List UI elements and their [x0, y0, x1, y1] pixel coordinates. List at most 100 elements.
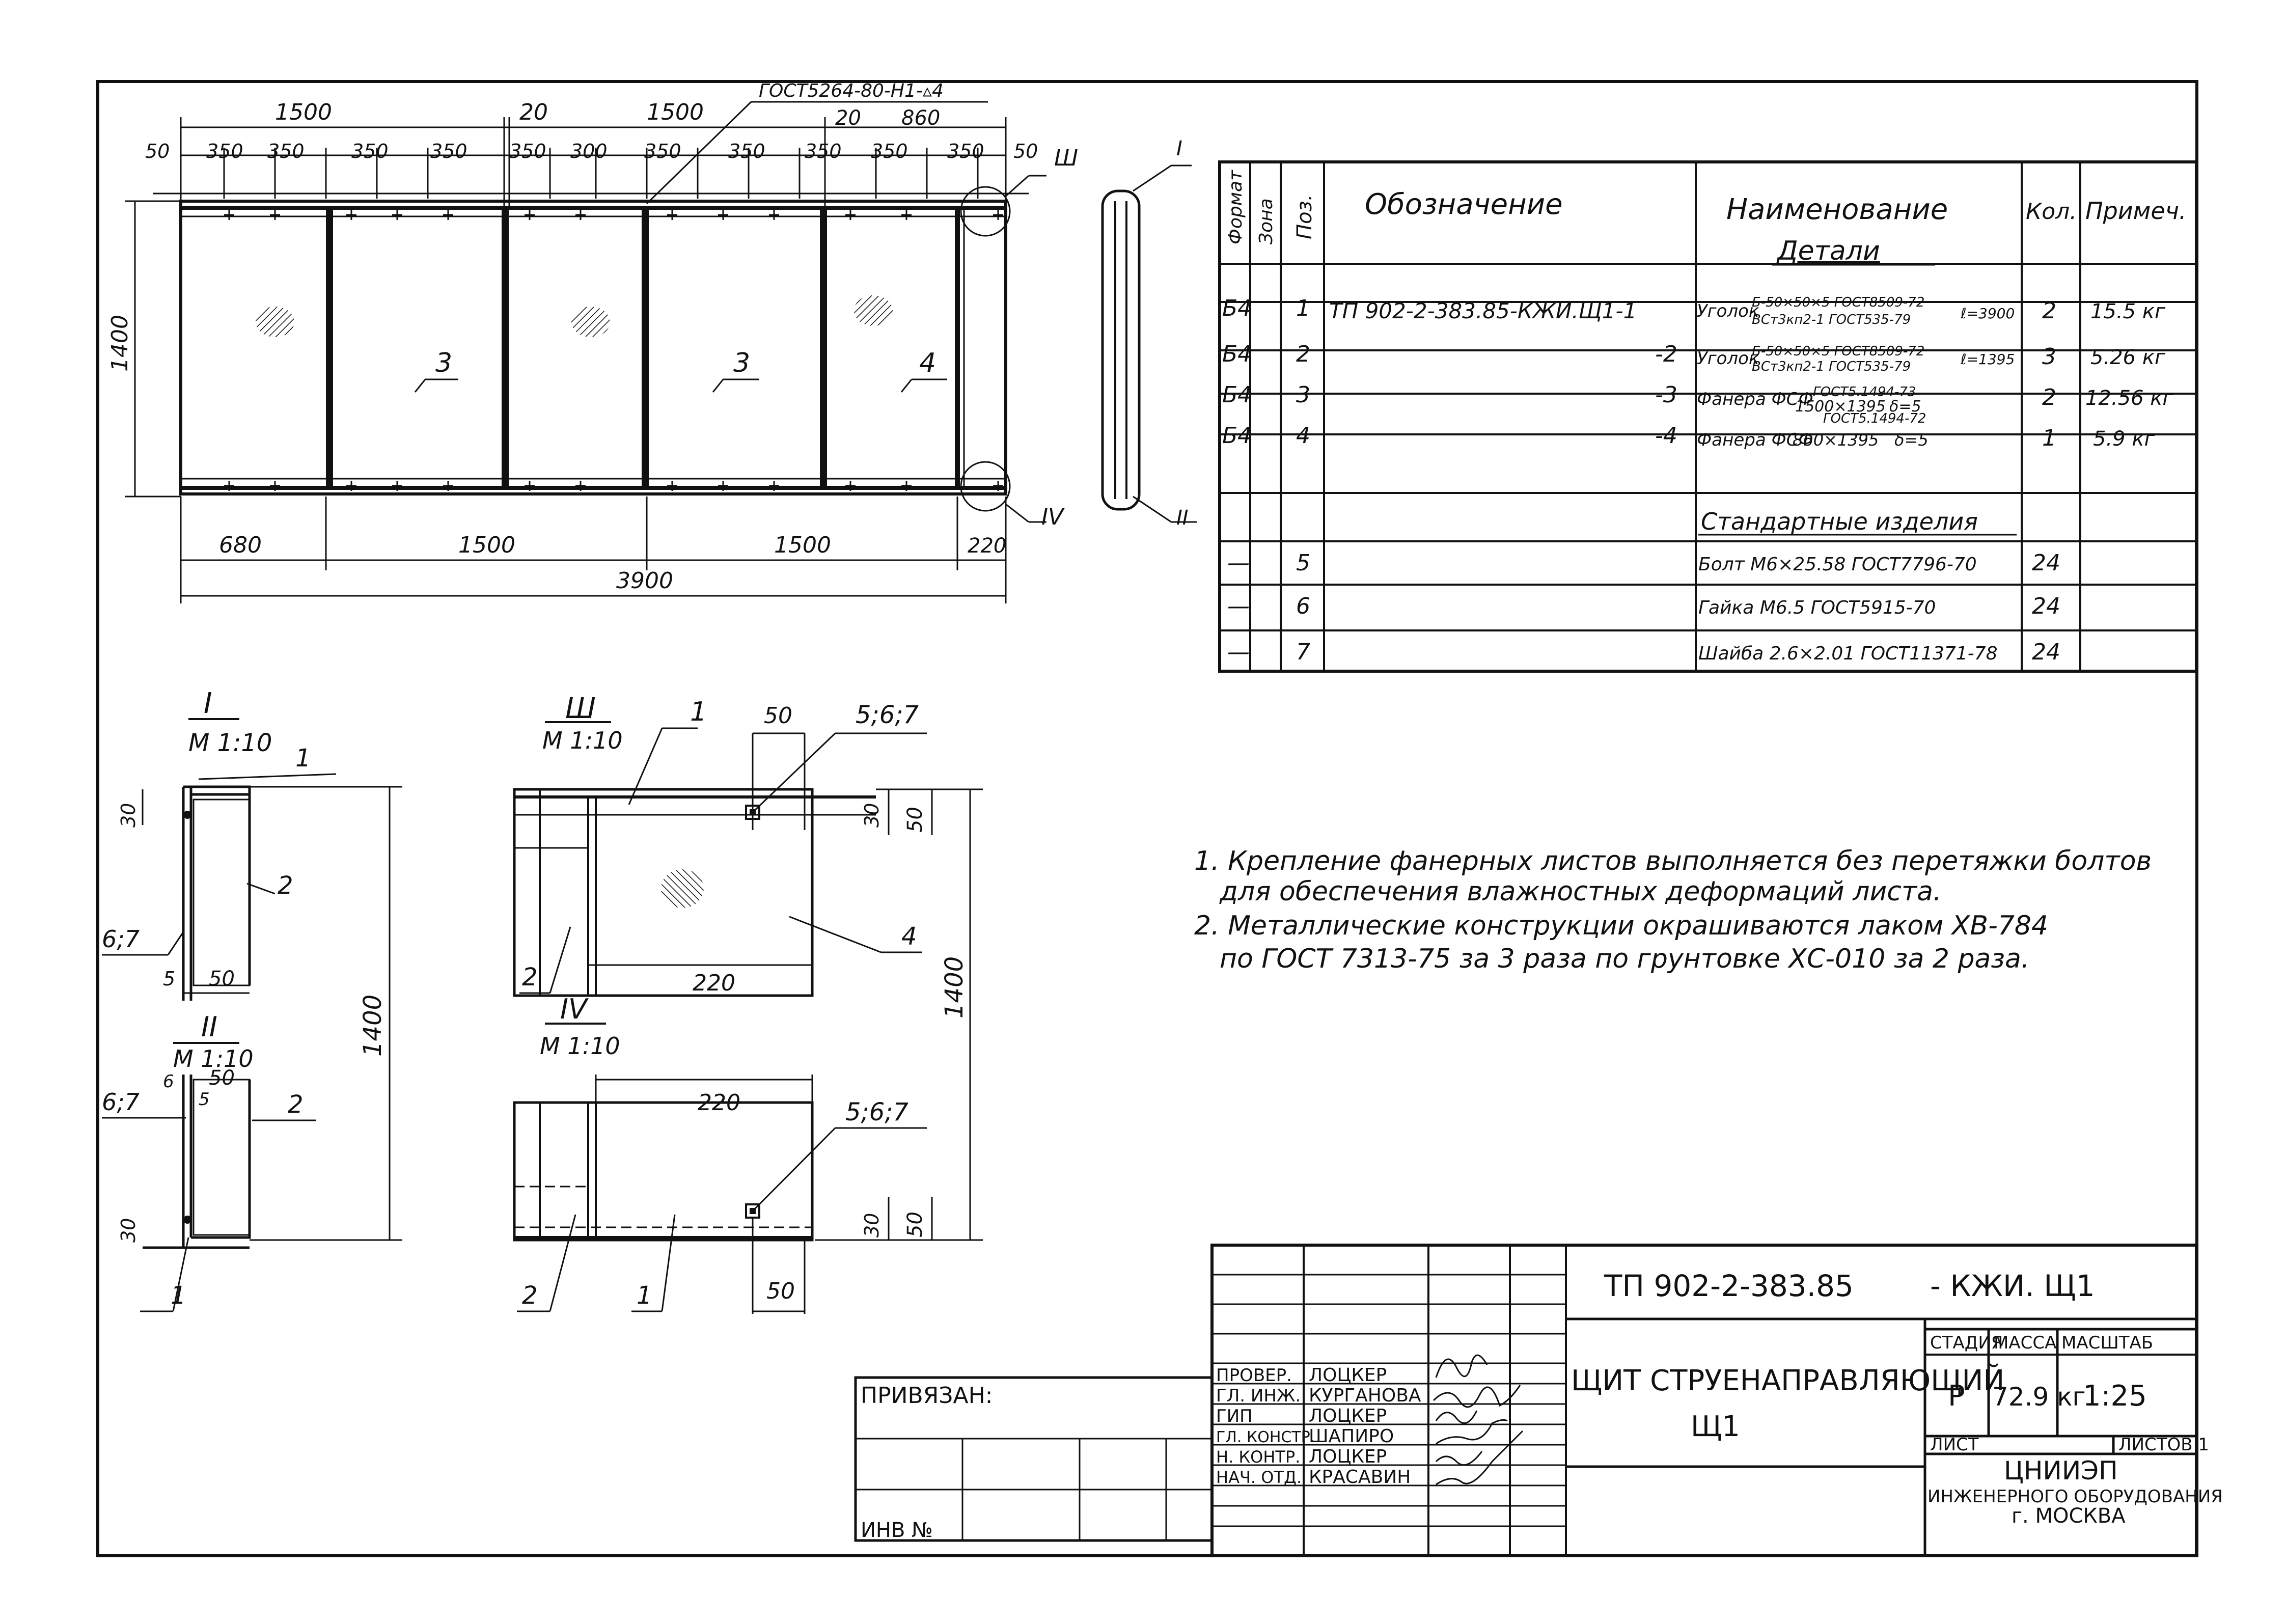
title-block: ТП 902-2-383.85 - КЖИ. Щ1 ЩИТ СТРУЕНАПРА…	[854, 1244, 2223, 1557]
detail-II-roman: II	[201, 1011, 217, 1043]
part-mark-3b: 3	[733, 348, 750, 378]
col-zone-header: Зона	[1256, 198, 1277, 244]
stage-header: СТАДИЯ	[1930, 1333, 2003, 1353]
detail-IV-mark-1: 1	[637, 1281, 652, 1310]
callout-III-label: Ш	[1054, 145, 1078, 171]
detail-I-mark-5: 5	[163, 968, 175, 990]
detail-I-dim-30: 30	[117, 803, 140, 828]
detail-II-mark-6: 6	[163, 1071, 174, 1092]
side-callout-II: II	[1176, 506, 1189, 530]
std1-name: Болт М6×25.58 ГОСТ7796-70	[1698, 554, 1977, 575]
std2-pos: 6	[1296, 593, 1310, 619]
section-details: Детали	[1776, 236, 1880, 266]
bottom-dimensions: 680 1500 1500 220 3900	[180, 497, 1007, 603]
dim-680: 680	[219, 532, 262, 558]
detail-III-scale: М 1:10	[542, 727, 623, 754]
dim-50-left: 50	[145, 140, 170, 162]
note-line-3: 2. Металлические конструкции окрашиваютс…	[1194, 911, 2048, 941]
detail-II-mark-2: 2	[288, 1090, 304, 1119]
row4-pos: 4	[1296, 423, 1310, 449]
detail-I-mark-2: 2	[278, 871, 293, 900]
detail-I: I М 1:10 1 2 6;7 5 50 30 1400	[102, 687, 402, 1241]
std2-qty: 24	[2032, 593, 2060, 619]
sheets-header: ЛИСТОВ 1	[2118, 1435, 2209, 1455]
main-view: 3 3 4 Ш IV 1500 20 1500 ГОСТ5264-80-Н1-▵…	[107, 80, 1078, 603]
row2-name-small2: ВСт3кп2-1 ГОСТ535-79	[1752, 359, 1911, 374]
dim-350-9: 350	[871, 140, 908, 162]
detail-II-dim-50: 50	[209, 1066, 235, 1090]
detail-IV-mark-567: 5;6;7	[845, 1098, 908, 1126]
row1-name-main: Уголок	[1697, 301, 1759, 321]
org-city: г. МОСКВА	[2012, 1504, 2126, 1528]
detail-III-roman: Ш	[565, 692, 596, 725]
col-pos-header: Поз.	[1293, 194, 1316, 239]
dim-350-6: 350	[644, 140, 681, 162]
dim-20-right: 20	[835, 106, 861, 130]
detail-III-dim-220: 220	[693, 970, 735, 996]
col-format-header: Формат	[1225, 170, 1246, 244]
row1-note: 15.5 кг	[2090, 300, 2166, 323]
vertical-bars	[326, 208, 965, 488]
row3-name-len: δ=5	[1889, 398, 1921, 416]
stage-value: Р	[1948, 1380, 1965, 1413]
bolt-marks	[224, 210, 1003, 491]
callout-circle-IV	[960, 461, 1011, 512]
spec-table: Формат Зона Поз. Обозначение Наименовани…	[1218, 160, 2198, 673]
row3-name-small1: ГОСТ5.1494-73	[1813, 384, 1916, 400]
scale-header: МАСШТАБ	[2061, 1333, 2153, 1353]
plywood-hatch	[256, 307, 294, 337]
staff-role-3: ГИП	[1216, 1406, 1253, 1426]
callout-circle-III	[960, 186, 1011, 237]
dim-1500-b1: 1500	[458, 532, 515, 558]
detail-II-mark-67: 6;7	[102, 1088, 140, 1116]
part-mark-3a: 3	[435, 348, 452, 378]
dim-350-7: 350	[728, 140, 765, 162]
note-line-4: по ГОСТ 7313-75 за 3 раза по грунтовке Х…	[1220, 944, 2029, 974]
row2-name-main: Уголок	[1697, 348, 1759, 369]
detail-II-scale: М 1:10	[173, 1045, 254, 1072]
signatures	[1433, 1354, 1524, 1485]
dim-50-right: 50	[1013, 140, 1038, 162]
detail-IV-scale: М 1:10	[540, 1032, 620, 1060]
detail-IV-mark-2: 2	[522, 1281, 538, 1310]
detail-III-mark-1: 1	[690, 697, 707, 727]
detail-I-mark-67: 6;7	[102, 925, 140, 953]
detail-III-mark-567: 5;6;7	[856, 701, 919, 729]
staff-name-4: ШАПИРО	[1309, 1426, 1394, 1447]
row3-format: Б4	[1222, 382, 1252, 408]
detail-II-mark-5: 5	[199, 1089, 210, 1110]
detail-II: II М 1:10 6;7 6 50 5 2 1 30	[102, 1011, 316, 1312]
part-mark-4: 4	[919, 348, 936, 378]
std1-format: —	[1227, 550, 1250, 576]
row1-designation: ТП 902-2-383.85-КЖИ.Щ1-1	[1329, 298, 1637, 323]
std3-name: Шайба 2.6×2.01 ГОСТ11371-78	[1698, 643, 1998, 664]
doc-suffix: - КЖИ. Щ1	[1930, 1269, 2095, 1303]
note-line-1: 1. Крепление фанерных листов выполняется…	[1194, 846, 2152, 876]
row2-name-small1: Б-50×50×5 ГОСТ8509-72	[1752, 344, 1924, 359]
row1-pos: 1	[1296, 295, 1310, 321]
detail-IV-roman: IV	[560, 993, 589, 1025]
dim-350-1: 350	[206, 140, 243, 162]
row4-name-small1: ГОСТ5.1494-72	[1823, 411, 1926, 426]
row1-name-small2: ВСт3кп2-1 ГОСТ535-79	[1752, 312, 1911, 327]
row2-format: Б4	[1222, 341, 1252, 367]
std2-format: —	[1227, 593, 1250, 619]
staff-role-1: ПРОВЕР.	[1216, 1365, 1292, 1386]
detail-I-scale: М 1:10	[188, 729, 272, 757]
dim-350-3: 350	[351, 140, 389, 162]
plywood-hatch	[571, 307, 610, 337]
detail-IV-dim-50v: 50	[903, 1212, 927, 1237]
dim-350-8: 350	[805, 140, 842, 162]
detail-III-dim-30: 30	[861, 803, 883, 828]
std2-name: Гайка М6.5 ГОСТ5915-70	[1698, 597, 1936, 618]
row1-name-len: ℓ=3900	[1960, 305, 2015, 322]
dim-3900: 3900	[616, 568, 673, 594]
side-profile-view: I II	[1101, 137, 1197, 530]
scale-value: 1:25	[2083, 1380, 2147, 1413]
std3-format: —	[1227, 639, 1250, 665]
col-name-header: Наименование	[1726, 193, 1948, 226]
row4-name-small2: 860×1395	[1793, 430, 1879, 450]
detail-I-roman: I	[204, 687, 212, 720]
dim-1500-right: 1500	[647, 99, 704, 125]
dim-350-5: 350	[509, 140, 546, 162]
